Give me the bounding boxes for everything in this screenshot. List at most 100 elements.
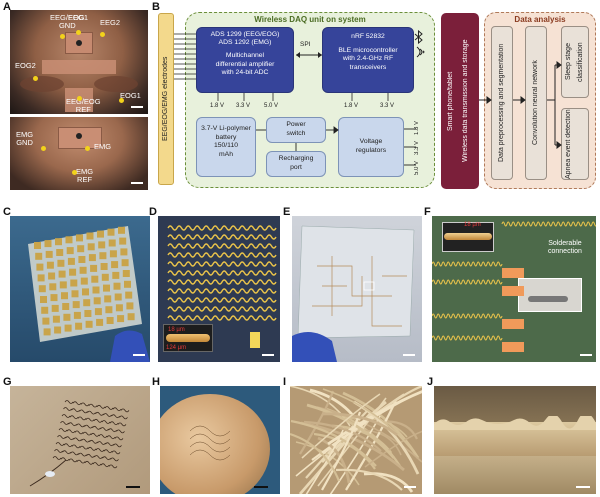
- electrode-wires: [174, 33, 196, 80]
- circuit-photo: [292, 216, 422, 362]
- label-eog2: EOG2: [15, 61, 36, 70]
- analysis-title: Data analysis: [514, 15, 566, 24]
- battery-line2: battery: [215, 133, 237, 141]
- curved-surface-photo: [160, 386, 280, 494]
- scale-bar: [126, 486, 140, 488]
- power-flow-lines: [256, 126, 416, 166]
- dim-18um-f: 18 µm: [464, 222, 481, 228]
- regulators-line2: regulators: [355, 146, 387, 154]
- electrode-dot: [119, 98, 124, 103]
- voltage-regulators-block: Voltage regulators: [338, 117, 404, 177]
- nrf-line2: BLE microcontroller: [338, 47, 398, 55]
- ads-line2: ADS 1292 (EMG): [218, 39, 272, 47]
- recharging-port-block: Recharging port: [266, 151, 326, 177]
- electrode-dot: [33, 76, 38, 81]
- apnea-block: [561, 108, 589, 180]
- analysis-arrows: [479, 61, 562, 149]
- volt-33b: 3.3 V: [380, 103, 395, 109]
- electrode-dot: [60, 34, 65, 39]
- daq-title: Wireless DAQ unit on system: [254, 15, 366, 24]
- panel-label-f: F: [424, 206, 431, 218]
- nrf-line4: transceivers: [349, 63, 387, 71]
- scale-bar: [254, 486, 268, 488]
- nrf-line3: with 2.4-GHz RF: [342, 55, 394, 63]
- solderable-line1: Solderable: [548, 240, 582, 247]
- volt-50a: 5.0 V: [264, 103, 279, 109]
- smartphone-block: [441, 13, 479, 189]
- label-eeg2: EEG2: [100, 18, 121, 27]
- ads-amplifier-block: ADS 1299 (EEG/EOG) ADS 1292 (EMG) Multic…: [196, 27, 294, 93]
- panel-label-i: I: [283, 376, 287, 388]
- scale-bar: [576, 486, 590, 488]
- label-eeg1: EEG1: [68, 13, 89, 22]
- preprocess-block: [491, 26, 513, 180]
- ads-line3: Multichannel: [225, 52, 265, 60]
- label-emg: EMG: [94, 142, 112, 151]
- electrodes-label: EEG/EOG/EMG electrodes: [162, 56, 169, 142]
- panel-label-e: E: [283, 206, 291, 218]
- battery-line1: 3.7-V Li-polymer: [201, 125, 251, 132]
- serpentine-electrode-photo: [158, 216, 280, 362]
- vr-18: 1.8 V: [414, 121, 420, 136]
- electrode-dot: [41, 146, 46, 151]
- volt-18b: 1.8 V: [344, 103, 359, 109]
- skin-mounted-photo: [10, 386, 150, 494]
- panel-label-d: D: [149, 206, 157, 218]
- panel-label-j: J: [427, 376, 434, 388]
- ads-line1: ADS 1299 (EEG/EOG): [210, 31, 280, 38]
- scale-bar: [262, 354, 274, 356]
- electrode-dot: [85, 146, 90, 151]
- interconnect-photo: [432, 216, 596, 362]
- wireless-icon: [416, 46, 425, 58]
- battery-block: 3.7-V Li-polymer battery 150/110 mAh: [196, 117, 256, 177]
- recharging-line2: port: [290, 163, 302, 171]
- ads-line4: differential amplifier: [215, 60, 275, 68]
- battery-line4: mAh: [219, 150, 233, 158]
- dim-124um: 124 µm: [166, 345, 187, 351]
- solderable-line2: connection: [548, 248, 582, 255]
- nrf-microcontroller-block: nRF 52832 BLE microcontroller with 2.4-G…: [322, 27, 414, 93]
- cnn-block: [525, 26, 547, 180]
- label-eog1: EOG1: [120, 91, 141, 100]
- volt-18a: 1.8 V: [210, 103, 225, 109]
- vr-50: 5.0 V: [414, 161, 420, 176]
- spi-arrow: [296, 52, 322, 58]
- scale-bar: [404, 486, 416, 488]
- panel-label-c: C: [3, 206, 11, 218]
- recharging-line1: Recharging: [278, 155, 314, 162]
- solderable-label: Solderable connection: [548, 240, 582, 256]
- scale-bar: [133, 354, 145, 356]
- voltage-taps: [217, 93, 389, 101]
- electrodes-bar: [158, 13, 174, 185]
- volt-33a: 3.3 V: [236, 103, 251, 109]
- panel-label-h: H: [152, 376, 160, 388]
- power-switch-block: Power switch: [266, 117, 326, 143]
- panel-label-b: B: [152, 1, 160, 13]
- power-switch-line2: switch: [286, 129, 306, 137]
- phone-line1: Smart phone/tablet: [447, 71, 454, 131]
- scale-bar: [403, 354, 415, 356]
- electrode-dot: [77, 96, 82, 101]
- scale-bar: [131, 106, 143, 108]
- panel-label-a: A: [3, 1, 11, 13]
- nrf-line1: nRF 52832: [351, 33, 385, 40]
- electrode-dot: [76, 30, 81, 35]
- battery-line3: 150/110: [213, 142, 239, 149]
- electrode-dot: [72, 170, 77, 175]
- regulators-line1: Voltage: [359, 138, 383, 145]
- scale-bar: [580, 354, 592, 356]
- ads-line5: with 24-bit ADC: [221, 68, 269, 76]
- fiber-mesh-photo: [290, 386, 422, 494]
- sleep-block: [561, 26, 589, 98]
- electrode-dot: [100, 32, 105, 37]
- panel-label-g: G: [3, 376, 12, 388]
- phone-line2: Wireless data transmission and storage: [462, 39, 469, 163]
- power-switch-line1: Power: [286, 121, 306, 128]
- face-photo-emg: [10, 117, 148, 190]
- electrode-array-photo: [10, 216, 150, 362]
- dim-18um: 18 µm: [168, 327, 185, 333]
